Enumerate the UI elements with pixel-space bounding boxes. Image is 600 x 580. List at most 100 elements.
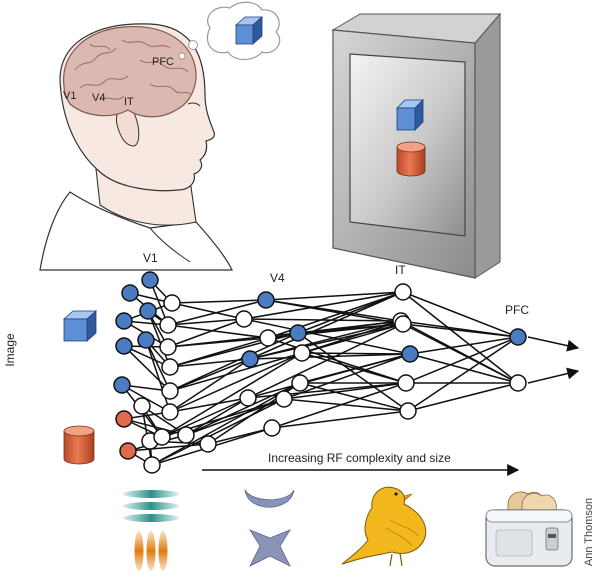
network-edge — [243, 318, 411, 355]
network-edge — [169, 332, 299, 392]
network-edge — [161, 352, 303, 438]
layer-label-v4: V4 — [270, 271, 285, 285]
network-edge — [301, 320, 402, 354]
network-edge — [402, 291, 519, 384]
network-edge — [297, 332, 409, 412]
network-node-v1in-blue — [141, 271, 159, 289]
network-node-v1-white — [161, 358, 179, 376]
network-edge — [185, 397, 249, 436]
thought-bubble — [178, 1, 281, 61]
crescent-star-icon — [244, 489, 295, 567]
network-node-v4-white — [235, 310, 253, 328]
network-node-v1-white — [161, 382, 179, 400]
network-nodes — [113, 271, 527, 474]
network-node-v1-white — [159, 316, 177, 334]
network-edge — [283, 382, 407, 400]
network-edge — [243, 291, 404, 320]
network-node-v4-white — [291, 374, 309, 392]
stimulus-cylinder-icon — [63, 425, 95, 465]
network-edge — [167, 318, 245, 326]
output-arrow-bottom — [527, 367, 580, 384]
thought-cube-icon — [234, 16, 264, 45]
network-edge — [283, 353, 411, 400]
network-edge — [402, 291, 519, 338]
network-edge — [402, 323, 519, 384]
network-edge — [171, 302, 245, 320]
rf-complexity-caption: Increasing RF complexity and size — [268, 451, 451, 465]
monitor — [331, 12, 502, 279]
network-edge — [169, 397, 249, 413]
network-node-v1-white — [153, 428, 171, 446]
network-node-v1-white — [143, 456, 161, 474]
network-node-it-white — [397, 374, 415, 392]
brain-label-v4: V4 — [92, 92, 105, 104]
network-node-v4-white — [263, 419, 281, 437]
network-edge — [151, 382, 301, 466]
network-edge — [299, 353, 411, 384]
network-edge — [407, 336, 519, 412]
network-node-v1-white — [177, 426, 195, 444]
network-edge — [169, 352, 303, 413]
network-node-v4-blue — [257, 291, 275, 309]
gratings-icon — [123, 490, 179, 571]
stimulus-cube-icon — [62, 310, 98, 342]
network-edge — [405, 336, 519, 384]
brain-label-pfc: PFC — [152, 56, 174, 68]
output-arrow-top — [527, 336, 580, 352]
toaster-icon — [485, 491, 573, 567]
network-node-v1in-white — [133, 397, 151, 415]
network-edge — [167, 299, 267, 326]
head-illustration: V1 V4 IT PFC — [39, 23, 233, 271]
network-edge — [127, 443, 209, 452]
screen-cube-icon — [396, 99, 424, 131]
network-edge — [147, 310, 171, 368]
brain — [63, 26, 197, 118]
network-node-v4-white — [293, 344, 311, 362]
brain-folds — [74, 39, 191, 101]
network-node-it-blue — [401, 345, 419, 363]
network-node-v4-white — [239, 389, 257, 407]
network-node-v4-white — [275, 390, 293, 408]
network-node-v4-blue — [289, 324, 307, 342]
network-edge — [151, 398, 285, 466]
network-node-v4-white — [259, 329, 277, 347]
network-node-it-white — [394, 283, 412, 301]
network-edge — [145, 339, 171, 413]
network-edge — [247, 323, 404, 399]
network-edge — [409, 336, 519, 355]
canary-icon — [341, 486, 427, 567]
network-edge — [402, 323, 519, 338]
monitor-side — [474, 12, 501, 279]
network-edge — [167, 318, 245, 348]
network-edge — [409, 353, 519, 384]
credit-label: Ann Thomson — [583, 498, 595, 566]
network-node-v1-white — [163, 294, 181, 312]
network-edge — [145, 339, 171, 392]
network-node-pfc-white — [509, 374, 527, 392]
network-edge — [271, 382, 407, 429]
network-node-v1-white — [199, 435, 217, 453]
network-edge — [249, 320, 402, 360]
network-node-v1-white — [159, 338, 177, 356]
layer-label-pfc: PFC — [505, 303, 529, 317]
network-edge — [271, 410, 409, 429]
network-node-v1in-red — [119, 442, 137, 460]
network-edge — [249, 291, 404, 360]
layer-label-it: IT — [395, 263, 406, 277]
brain-label-v1: V1 — [63, 90, 76, 102]
network-edge — [167, 324, 269, 339]
screen-cylinder-icon — [396, 141, 426, 177]
network-edge — [169, 337, 269, 368]
network-node-v4-blue — [241, 350, 259, 368]
network-edge — [249, 353, 411, 360]
image-label: Image — [3, 333, 17, 367]
layer-label-v1: V1 — [143, 251, 158, 265]
network-node-v1-white — [161, 403, 179, 421]
network-edge — [407, 382, 519, 412]
network-edge — [169, 358, 251, 413]
network-edge — [299, 382, 409, 412]
network-node-v1in-blue — [115, 312, 133, 330]
network-node-it-white — [399, 402, 417, 420]
network-edge — [171, 299, 267, 304]
network-node-v1in-blue — [139, 302, 157, 320]
